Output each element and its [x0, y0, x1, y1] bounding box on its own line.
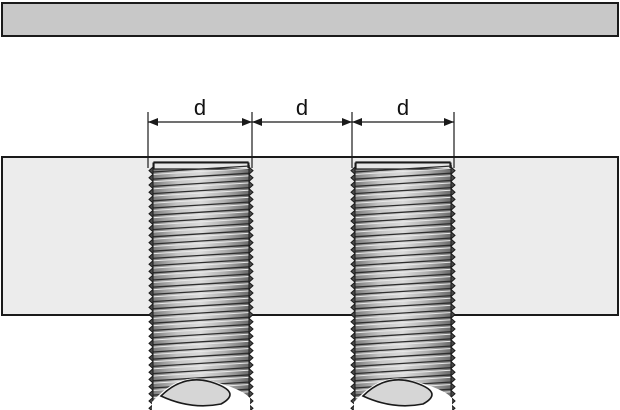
rod-threads [151, 165, 251, 410]
arrowhead [242, 118, 252, 126]
rod-break-section [159, 379, 231, 407]
arrowhead [352, 118, 362, 126]
arrowhead [444, 118, 454, 126]
dimension-label-rod-2: d [397, 95, 409, 120]
spacing-dimensions: d d d [147, 95, 455, 168]
rod-break-section [361, 379, 433, 407]
threaded-rod-1 [148, 161, 254, 410]
threaded-rod-2 [350, 161, 456, 410]
arrowhead [252, 118, 262, 126]
arrowhead [342, 118, 352, 126]
base-slab [1, 156, 619, 316]
arrowhead [148, 118, 158, 126]
dimension-label-gap: d [296, 95, 308, 120]
rod-threads [353, 165, 453, 410]
dimension-label-rod-1: d [194, 95, 206, 120]
threaded-rods [148, 161, 456, 410]
top-plate [1, 2, 619, 37]
